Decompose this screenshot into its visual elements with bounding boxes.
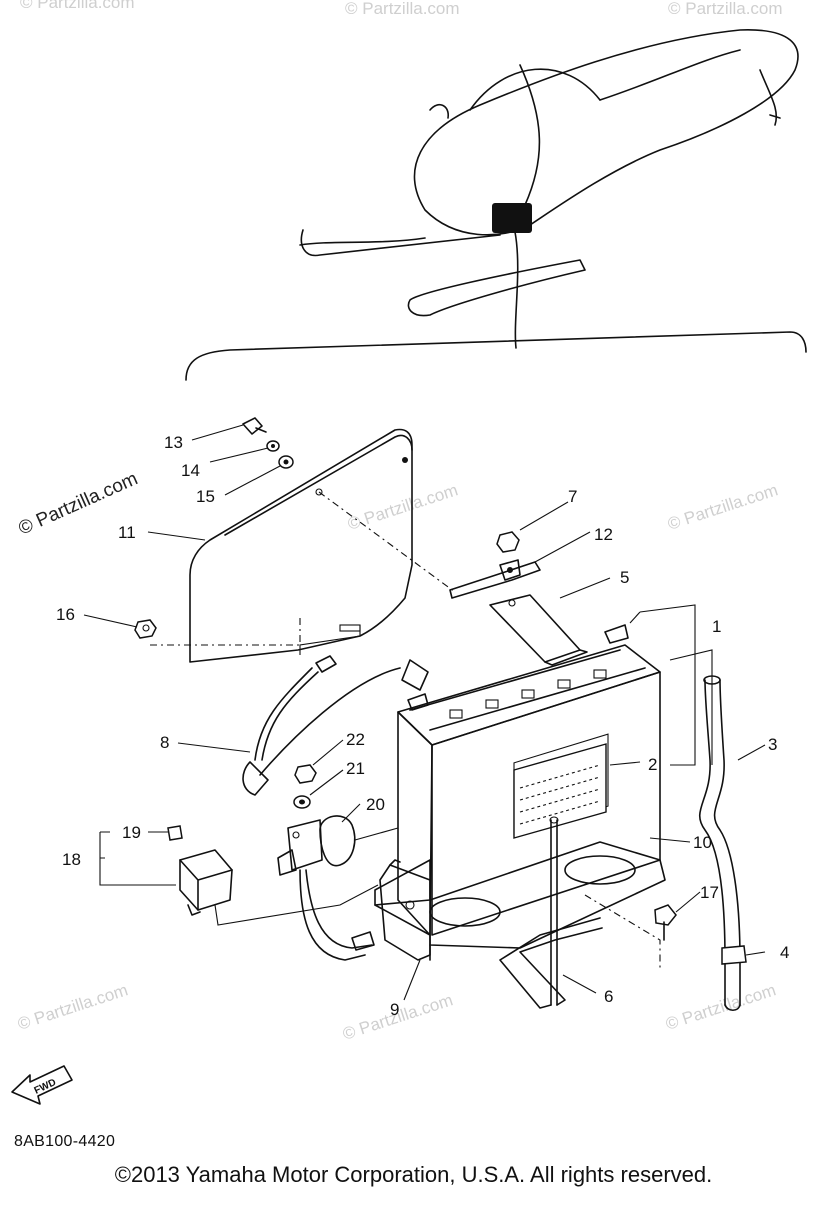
snowmobile-overview-icon [299,29,799,317]
callout-8: 8 [160,733,169,752]
clamp-4 [721,945,747,965]
callout-leaders [83,424,766,1001]
watermark: © Partzilla.com [20,0,135,12]
watermark: © Partzilla.com [663,980,778,1033]
callout-1: 1 [712,617,721,636]
bracket-9 [379,859,431,961]
callout-12: 12 [594,525,613,544]
leader-line-18 [99,831,176,886]
cover-panel [150,428,413,663]
leader-line-12 [318,491,456,593]
detail-leader [514,231,519,349]
hold-down-rod-6 [499,816,603,1009]
callout-18: 18 [62,850,81,869]
nut-22 [294,764,317,784]
leader-line-1 [629,604,713,766]
callout-6: 6 [604,987,613,1006]
callout-7: 7 [568,487,577,506]
washer-15 [278,455,294,469]
callout-15: 15 [196,487,215,506]
callout-3: 3 [768,735,777,754]
nut-16 [134,619,157,639]
callout-11: 11 [118,523,136,542]
watermark: © Partzilla.com [665,480,780,533]
bolt-17 [654,904,677,941]
callout-22: 22 [346,730,365,749]
bolt-13 [242,417,267,435]
leader-line-17 [584,894,661,968]
callout-labels: 13 14 15 11 16 7 12 5 1 3 2 8 22 21 20 1… [56,433,789,1019]
watermark: © Partzilla.com [345,0,460,18]
callout-16: 16 [56,605,75,624]
battery-lead-8 [242,655,429,796]
fuse-wire-line [214,884,379,926]
battery-location-marker [492,203,532,233]
callout-10: 10 [693,833,712,852]
fuse-holder-18 [179,849,233,916]
copyright-notice: ©2013 Yamaha Motor Corporation, U.S.A. A… [114,1162,713,1187]
washer-14 [266,440,280,452]
callout-19: 19 [122,823,141,842]
callout-4: 4 [780,943,789,962]
watermark: © Partzilla.com [15,980,130,1033]
strap-12 [449,559,541,599]
bracket-5 [489,594,588,666]
callout-20: 20 [366,795,385,814]
fuse-19 [167,825,183,841]
callout-21: 21 [346,759,365,778]
callout-9: 9 [390,1000,399,1019]
breather-hose-3 [699,675,741,1012]
callout-17: 17 [700,883,719,902]
fwd-arrow-icon: FWD [11,1065,73,1105]
nut-7 [496,531,520,553]
callout-14: 14 [181,461,200,480]
watermarks: © Partzilla.com © Partzilla.com © Partzi… [15,0,782,1044]
diagram-code: 8AB100-4420 [14,1133,116,1150]
leader-line-20 [354,827,399,841]
callout-13: 13 [164,433,183,452]
washer-21 [293,795,311,809]
battery-tray-10 [374,841,666,961]
callout-5: 5 [620,568,629,587]
watermark: © Partzilla.com [345,480,460,533]
detail-bracket [185,331,807,381]
watermark: © Partzilla.com [668,0,783,18]
starter-relay-20 [277,815,375,961]
callout-2: 2 [648,755,657,774]
battery-1 [397,624,661,936]
